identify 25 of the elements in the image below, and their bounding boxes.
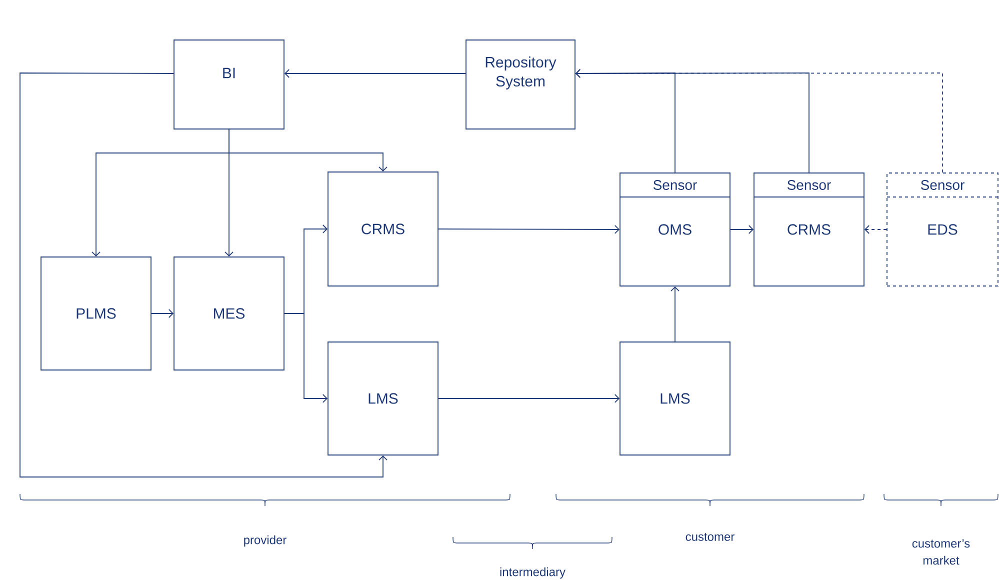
group-label: intermediary	[500, 567, 566, 579]
arrow	[20, 72, 388, 478]
system-box: BI	[174, 40, 284, 130]
system-box: Sensor CRMS	[754, 172, 864, 286]
group-label: provider	[244, 535, 286, 547]
arrow	[575, 69, 943, 173]
arrow	[438, 225, 620, 234]
system-box: Sensor EDS	[886, 172, 998, 286]
system-box: LMS	[620, 342, 730, 456]
group-label: customer	[686, 533, 734, 541]
arrow	[670, 286, 680, 342]
system-box: LMS	[328, 342, 438, 456]
system-box: CRMS	[328, 172, 438, 286]
system-box: Repository System	[466, 40, 576, 130]
system-box: MES	[174, 256, 284, 370]
group-label: customer’s market	[912, 539, 970, 565]
system-box: Sensor OMS	[620, 172, 730, 286]
arrow	[284, 313, 328, 403]
arrow	[228, 129, 388, 172]
arrow	[438, 394, 620, 403]
system-box: PLMS	[40, 256, 152, 370]
arrow	[284, 69, 466, 78]
arrow	[864, 225, 887, 234]
arrow	[151, 309, 174, 318]
arrow	[730, 225, 754, 234]
